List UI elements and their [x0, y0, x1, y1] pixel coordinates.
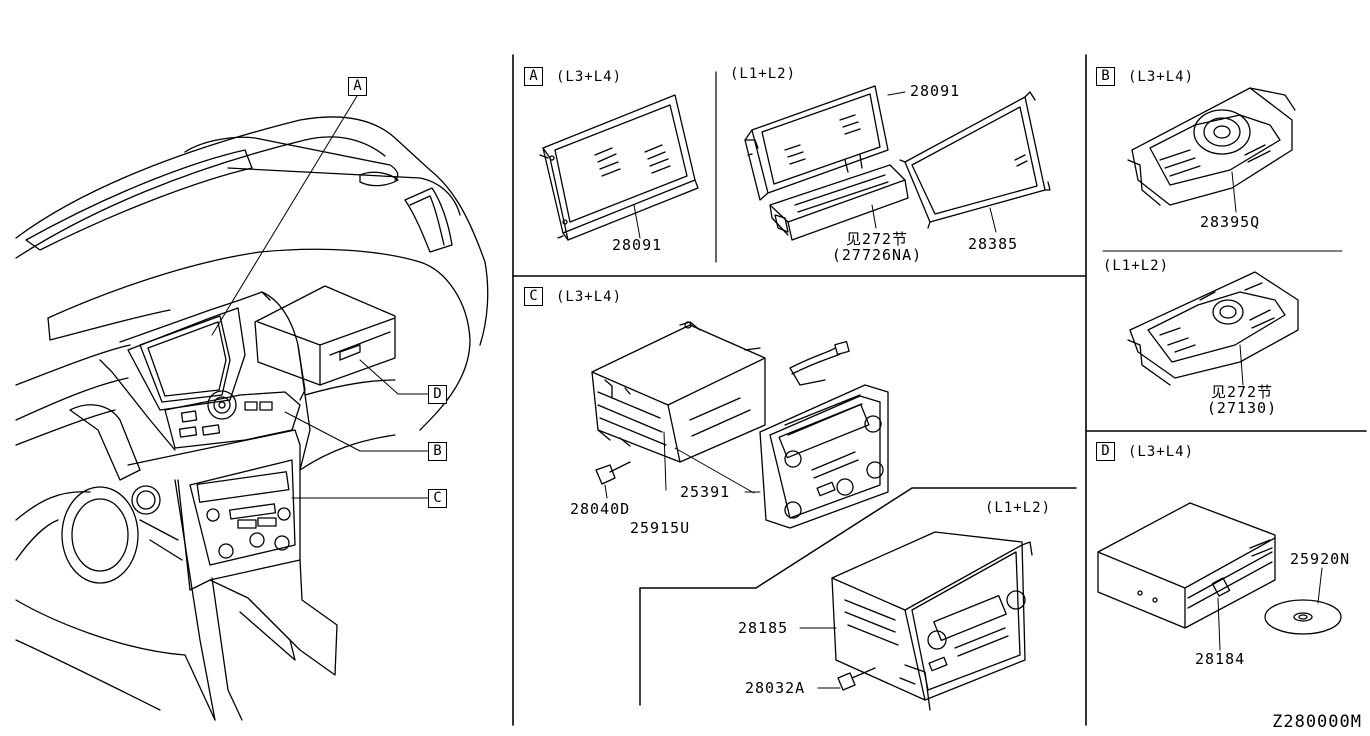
part-unit-25915u[interactable]: 25915U	[630, 519, 691, 537]
part-dvd-changer-28184[interactable]: 28184	[1195, 650, 1246, 668]
part-cover-panel[interactable]: 28385	[968, 235, 1019, 253]
bracket-l12	[769, 154, 909, 241]
display-unit-l34	[539, 94, 699, 241]
part-disc-25920n[interactable]: 25920N	[1290, 550, 1351, 568]
display-unit-l12	[744, 85, 906, 201]
section-c-letter: C	[524, 287, 543, 306]
section-a-variant-l12: (L1+L2)	[730, 66, 797, 82]
diagram-code: Z280000M	[1272, 712, 1362, 732]
section-b-variant-l34: (L3+L4)	[1128, 69, 1195, 85]
controller-l12	[1127, 271, 1299, 386]
cover-panel	[899, 91, 1051, 233]
ref-272-b-label: 见272节	[1210, 383, 1274, 401]
callout-c[interactable]: C	[428, 489, 447, 508]
ref-section-272-b[interactable]: 见272节 (27130)	[1192, 383, 1292, 417]
dvd-changer	[1097, 502, 1276, 651]
part-audio-panel-25391[interactable]: 25391	[680, 483, 731, 501]
ref-27130-label: (27130)	[1206, 398, 1278, 417]
part-display-l12[interactable]: 28091	[910, 82, 961, 100]
section-d-letter: D	[1096, 442, 1115, 461]
callout-b[interactable]: B	[428, 442, 447, 461]
wire-harness	[789, 340, 850, 386]
part-bolt-28032a[interactable]: 28032A	[745, 679, 806, 697]
disc	[1264, 567, 1342, 635]
ref-section-272-a[interactable]: 见272节 (27726NA)	[822, 230, 932, 264]
radio-l12	[799, 531, 1033, 711]
part-controller-l34[interactable]: 28395Q	[1200, 213, 1261, 231]
bolt-28040d	[595, 461, 631, 499]
callout-leaders	[211, 95, 429, 499]
ref-272-a-label: 见272节	[845, 230, 909, 248]
section-a-variant-l34: (L3+L4)	[556, 69, 623, 85]
section-d-variant-l34: (L3+L4)	[1128, 444, 1195, 460]
section-b-variant-l12: (L1+L2)	[1103, 258, 1170, 274]
part-radio-28185[interactable]: 28185	[738, 619, 789, 637]
head-unit-l34	[591, 321, 766, 494]
audio-panel-25391	[744, 384, 889, 529]
callout-a[interactable]: A	[348, 77, 367, 96]
bolt-28032a	[817, 667, 876, 691]
section-c-variant-l12: (L1+L2)	[985, 500, 1052, 516]
part-bolt-28040d[interactable]: 28040D	[570, 500, 631, 518]
part-display-l34[interactable]: 28091	[612, 236, 663, 254]
callout-d[interactable]: D	[428, 385, 447, 404]
section-b-letter: B	[1096, 67, 1115, 86]
dashboard-illustration	[15, 116, 489, 721]
controller-l34	[1127, 87, 1296, 213]
ref-27726na-label: (27726NA)	[831, 245, 923, 264]
section-c-variant-l34: (L3+L4)	[556, 289, 623, 305]
section-a-letter: A	[524, 67, 543, 86]
section-dividers	[512, 54, 1367, 726]
